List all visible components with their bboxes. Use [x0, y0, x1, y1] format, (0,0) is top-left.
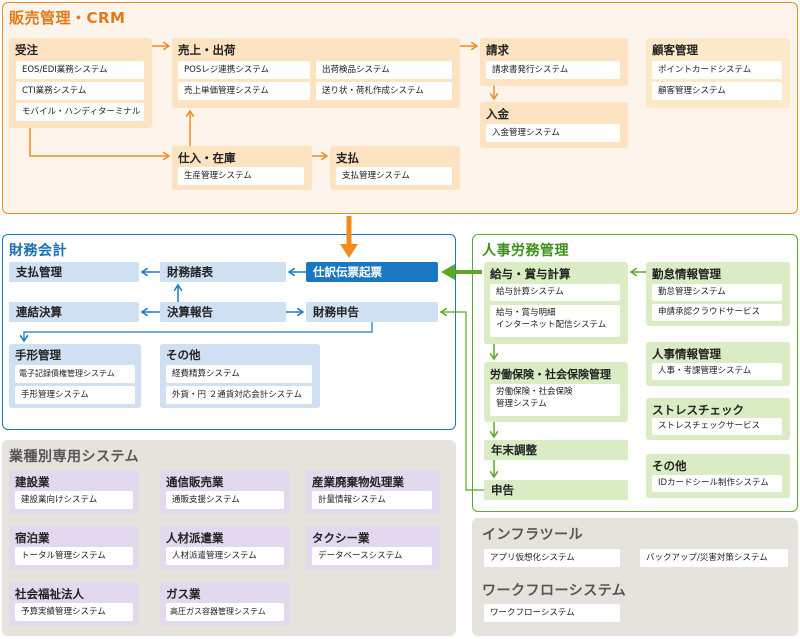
finance-other-title: その他: [166, 348, 201, 362]
waste-item[interactable]: 計量情報システム: [312, 491, 432, 509]
billing-title: 請求: [486, 43, 509, 57]
notes-system-item[interactable]: 手形管理システム: [15, 386, 135, 404]
construction-title: 建設業: [15, 475, 50, 489]
approval-cloud-item[interactable]: 申請承認クラウドサービス: [652, 304, 782, 321]
e-record-item[interactable]: 電子記録債権管理システム: [15, 365, 135, 383]
customer-system-item[interactable]: 顧客管理システム: [652, 82, 782, 100]
invoice-label-item[interactable]: 送り状・荷札作成システム: [316, 82, 452, 100]
deposit-title: 入金: [486, 107, 509, 121]
payroll-system-item[interactable]: 給与計算システム: [490, 284, 620, 301]
sales-shipping-title: 売上・出荷: [178, 43, 236, 57]
insurance-line-1: 労働保険・社会保険: [496, 387, 573, 397]
payslip-delivery-item[interactable]: 給与・賞与明細 インターネット配信システム: [490, 305, 620, 337]
hr-title: 人事労務管理: [482, 243, 569, 259]
personnel-title: 人事情報管理: [652, 347, 721, 361]
eos-edi-item[interactable]: EOS/EDI業務システム: [16, 61, 144, 79]
pos-register-item[interactable]: POSレジ連携システム: [178, 61, 310, 79]
year-end-adjustment[interactable]: 年末調整: [484, 440, 628, 460]
consolidated-settlement[interactable]: 連結決算: [9, 302, 139, 322]
sales-crm-title: 販売管理・CRM: [9, 9, 126, 27]
mailorder-title: 通信販売業: [166, 475, 224, 489]
gas-item[interactable]: 高圧ガス容器管理システム: [166, 603, 284, 621]
industry-title: 業種別専用システム: [9, 449, 140, 465]
hr-other-title: その他: [652, 459, 687, 473]
workflow-title: ワークフローシステム: [482, 583, 627, 599]
lodging-item[interactable]: トータル管理システム: [15, 547, 133, 565]
staffing-item[interactable]: 人材派遣管理システム: [166, 547, 284, 565]
invoice-issue-item[interactable]: 請求書発行システム: [486, 61, 620, 79]
insurance-title: 労働保険・社会保険管理: [490, 368, 611, 381]
payment-title: 支払: [336, 151, 359, 165]
lodging-title: 宿泊業: [15, 531, 50, 545]
finance-title: 財務会計: [9, 243, 67, 259]
financial-statements[interactable]: 財務諸表: [160, 262, 286, 282]
payment-mgmt-finance[interactable]: 支払管理: [9, 262, 139, 282]
payslip-line-1: 給与・賞与明細: [496, 308, 556, 318]
financial-filing[interactable]: 財務申告: [306, 302, 438, 322]
id-card-item[interactable]: IDカードシール制作システム: [652, 475, 782, 492]
point-card-item[interactable]: ポイントカードシステム: [652, 61, 782, 79]
attendance-system-item[interactable]: 勤怠管理システム: [652, 284, 782, 301]
app-virtualization-item[interactable]: アプリ仮想化システム: [484, 549, 620, 567]
construction-item[interactable]: 建設業向けシステム: [15, 491, 133, 509]
attendance-title: 勤怠情報管理: [652, 267, 721, 281]
purchase-inventory-title: 仕入・在庫: [178, 151, 236, 165]
backup-dr-item[interactable]: バックアップ/災害対策システム: [640, 549, 788, 567]
hr-filing[interactable]: 申告: [484, 480, 628, 500]
stress-check-title: ストレスチェック: [652, 403, 744, 417]
expense-item[interactable]: 経費精算システム: [166, 365, 312, 383]
waste-title: 産業廃棄物処理業: [312, 475, 404, 489]
insurance-line-2: 管理システム: [496, 399, 547, 409]
staffing-title: 人材派遣業: [166, 531, 224, 545]
order-title: 受注: [15, 43, 38, 57]
payment-mgmt-item[interactable]: 支払管理システム: [336, 167, 452, 185]
sales-price-item[interactable]: 売上単価管理システム: [178, 82, 310, 100]
gas-title: ガス業: [166, 587, 201, 601]
taxi-title: タクシー業: [312, 531, 370, 545]
insurance-system-item[interactable]: 労働保険・社会保険 管理システム: [490, 384, 620, 416]
customer-mgmt-title: 顧客管理: [652, 43, 698, 57]
shipping-inspection-item[interactable]: 出荷検品システム: [316, 61, 452, 79]
notes-mgmt-title: 手形管理: [15, 348, 61, 362]
production-mgmt-item[interactable]: 生産管理システム: [178, 167, 304, 185]
evaluation-system-item[interactable]: 人事・考課管理システム: [652, 363, 782, 380]
stress-service-item[interactable]: ストレスチェックサービス: [652, 418, 782, 435]
cti-item[interactable]: CTI業務システム: [16, 82, 144, 100]
mailorder-item[interactable]: 通販支援システム: [166, 491, 284, 509]
welfare-title: 社会福祉法人: [15, 587, 84, 601]
settlement-report[interactable]: 決算報告: [160, 302, 286, 322]
deposit-mgmt-item[interactable]: 入金管理システム: [486, 124, 620, 142]
payslip-line-2: インターネット配信システム: [496, 320, 607, 330]
mobile-terminal-item[interactable]: モバイル・ハンディターミナル: [16, 103, 144, 121]
welfare-item[interactable]: 予算実績管理システム: [15, 603, 133, 621]
journal-entry[interactable]: 仕訳伝票起票: [306, 262, 438, 282]
workflow-item[interactable]: ワークフローシステム: [484, 604, 620, 622]
infra-title: インフラツール: [482, 527, 584, 543]
taxi-item[interactable]: データベースシステム: [312, 547, 432, 565]
dual-currency-item[interactable]: 外貨・円 ２通貨対応会計システム: [166, 386, 312, 404]
payroll-title: 給与・賞与計算: [490, 267, 571, 281]
